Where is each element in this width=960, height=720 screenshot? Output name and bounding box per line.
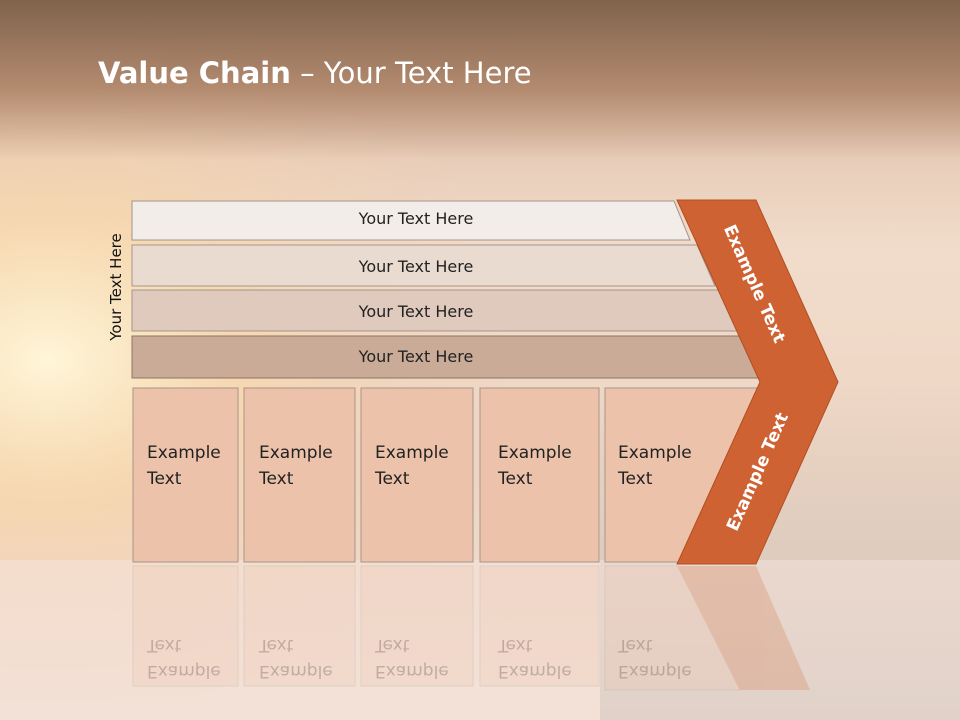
diagram-reflection <box>132 565 810 691</box>
cell-line1: Example <box>259 661 333 681</box>
cell-line2: Text <box>259 635 294 655</box>
support-bar-1-text: Your Text Here <box>358 209 474 228</box>
title-bold: Value Chain <box>98 56 291 90</box>
primary-cell-4[interactable] <box>479 387 600 563</box>
cell-line1: Example <box>147 661 221 681</box>
cell-line1: Example <box>375 661 449 681</box>
cell-line2: Text <box>147 635 182 655</box>
title-band <box>0 0 960 160</box>
primary-cell-3[interactable] <box>360 387 474 563</box>
reflection-text: Example Text <box>259 632 333 684</box>
reflection-text: Example Text <box>147 632 221 684</box>
cell-line1: Example <box>618 661 692 681</box>
cell-line1: Example <box>618 443 692 463</box>
cell-line2: Text <box>375 635 410 655</box>
cell-line2: Text <box>375 469 410 489</box>
slide-title: Value Chain – Your Text Here <box>98 56 532 90</box>
cell-line2: Text <box>618 469 653 489</box>
support-bar-3-text: Your Text Here <box>358 302 474 321</box>
cell-line2: Text <box>498 635 533 655</box>
cell-line2: Text <box>259 469 294 489</box>
support-bar-1[interactable] <box>131 200 691 241</box>
primary-cell-1[interactable] <box>132 387 239 563</box>
cell-line2: Text <box>498 469 533 489</box>
cell-line1: Example <box>147 443 221 463</box>
cell-line1: Example <box>498 443 572 463</box>
support-bar-2[interactable] <box>131 244 716 287</box>
cell-line2: Text <box>618 635 653 655</box>
reflection-text: Example Text <box>498 632 572 684</box>
cell-line1: Example <box>375 443 449 463</box>
title-rest: – Your Text Here <box>290 56 532 90</box>
reflection-text: Example Text <box>375 632 449 684</box>
support-bar-2-text: Your Text Here <box>358 257 474 276</box>
margin-arrow[interactable] <box>676 199 839 565</box>
cell-line1: Example <box>498 661 572 681</box>
cell-line1: Example <box>259 443 333 463</box>
primary-cell-2[interactable] <box>243 387 356 563</box>
support-bar-4-text: Your Text Here <box>358 347 474 366</box>
reflection-text: Example Text <box>618 632 692 684</box>
cell-line2: Text <box>147 469 182 489</box>
